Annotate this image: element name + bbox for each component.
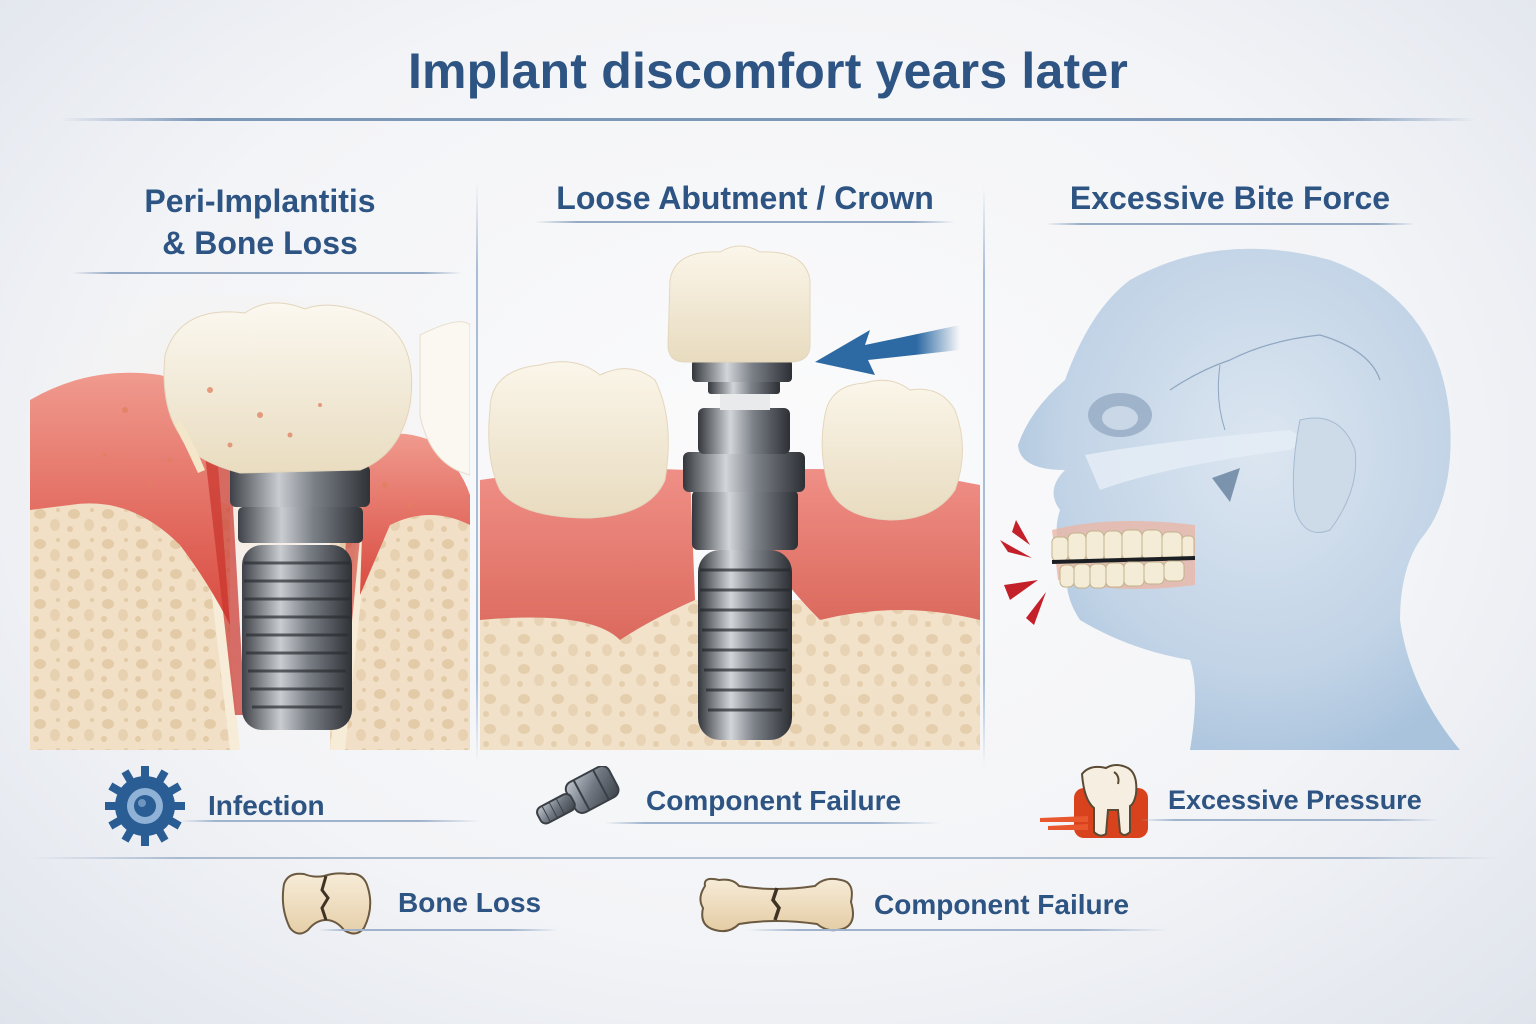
panel-heading-line: Loose Abutment / Crown <box>556 180 934 216</box>
screw-abutment-icon <box>528 765 630 836</box>
panel-heading: Peri-Implantitis & Bone Loss <box>60 180 460 264</box>
bottom-legend-item: Bone Loss <box>278 868 541 938</box>
label-underline <box>605 822 940 824</box>
panel-label: Excessive Pressure <box>1168 784 1422 815</box>
panel-heading-line: & Bone Loss <box>162 225 358 261</box>
cracked-tooth-icon <box>278 868 386 938</box>
panel-label: Component Failure <box>646 785 902 816</box>
panel-label-row: Excessive Pressure <box>1040 760 1422 840</box>
panel-heading: Excessive Bite Force <box>1020 177 1440 219</box>
panel-label-row: Component Failure <box>528 765 902 836</box>
gear-bacteria-icon <box>104 765 186 847</box>
inflamed-gum-implant-illustration <box>30 295 471 750</box>
cracked-bone-icon <box>695 872 860 938</box>
panel-label-row: Infection <box>104 765 325 847</box>
column-divider-1 <box>476 182 478 762</box>
label-underline <box>748 929 1168 931</box>
panel-heading-divider <box>72 272 462 274</box>
bottom-section-divider <box>30 857 1500 859</box>
panel-heading-line: Peri-Implantitis <box>144 183 376 219</box>
pressured-tooth-icon <box>1040 760 1150 840</box>
panel-label: Infection <box>208 790 325 821</box>
skull-clenching-illustration <box>990 240 1490 760</box>
panel-heading-divider <box>535 221 955 223</box>
loose-crown-implant-illustration <box>480 240 980 750</box>
bottom-legend-label: Component Failure <box>874 889 1130 920</box>
bottom-legend-label: Bone Loss <box>398 887 542 918</box>
column-divider-2 <box>983 186 985 766</box>
panel-heading-line: Excessive Bite Force <box>1069 180 1391 216</box>
label-underline <box>180 820 480 822</box>
title-divider <box>60 118 1476 121</box>
panel-heading: Loose Abutment / Crown <box>500 177 990 219</box>
bottom-legend-item: Component Failure <box>695 872 1129 938</box>
label-underline <box>318 929 558 931</box>
page-title: Implant discomfort years later <box>407 43 1129 99</box>
label-underline <box>1140 819 1440 821</box>
panel-heading-divider <box>1045 223 1415 225</box>
